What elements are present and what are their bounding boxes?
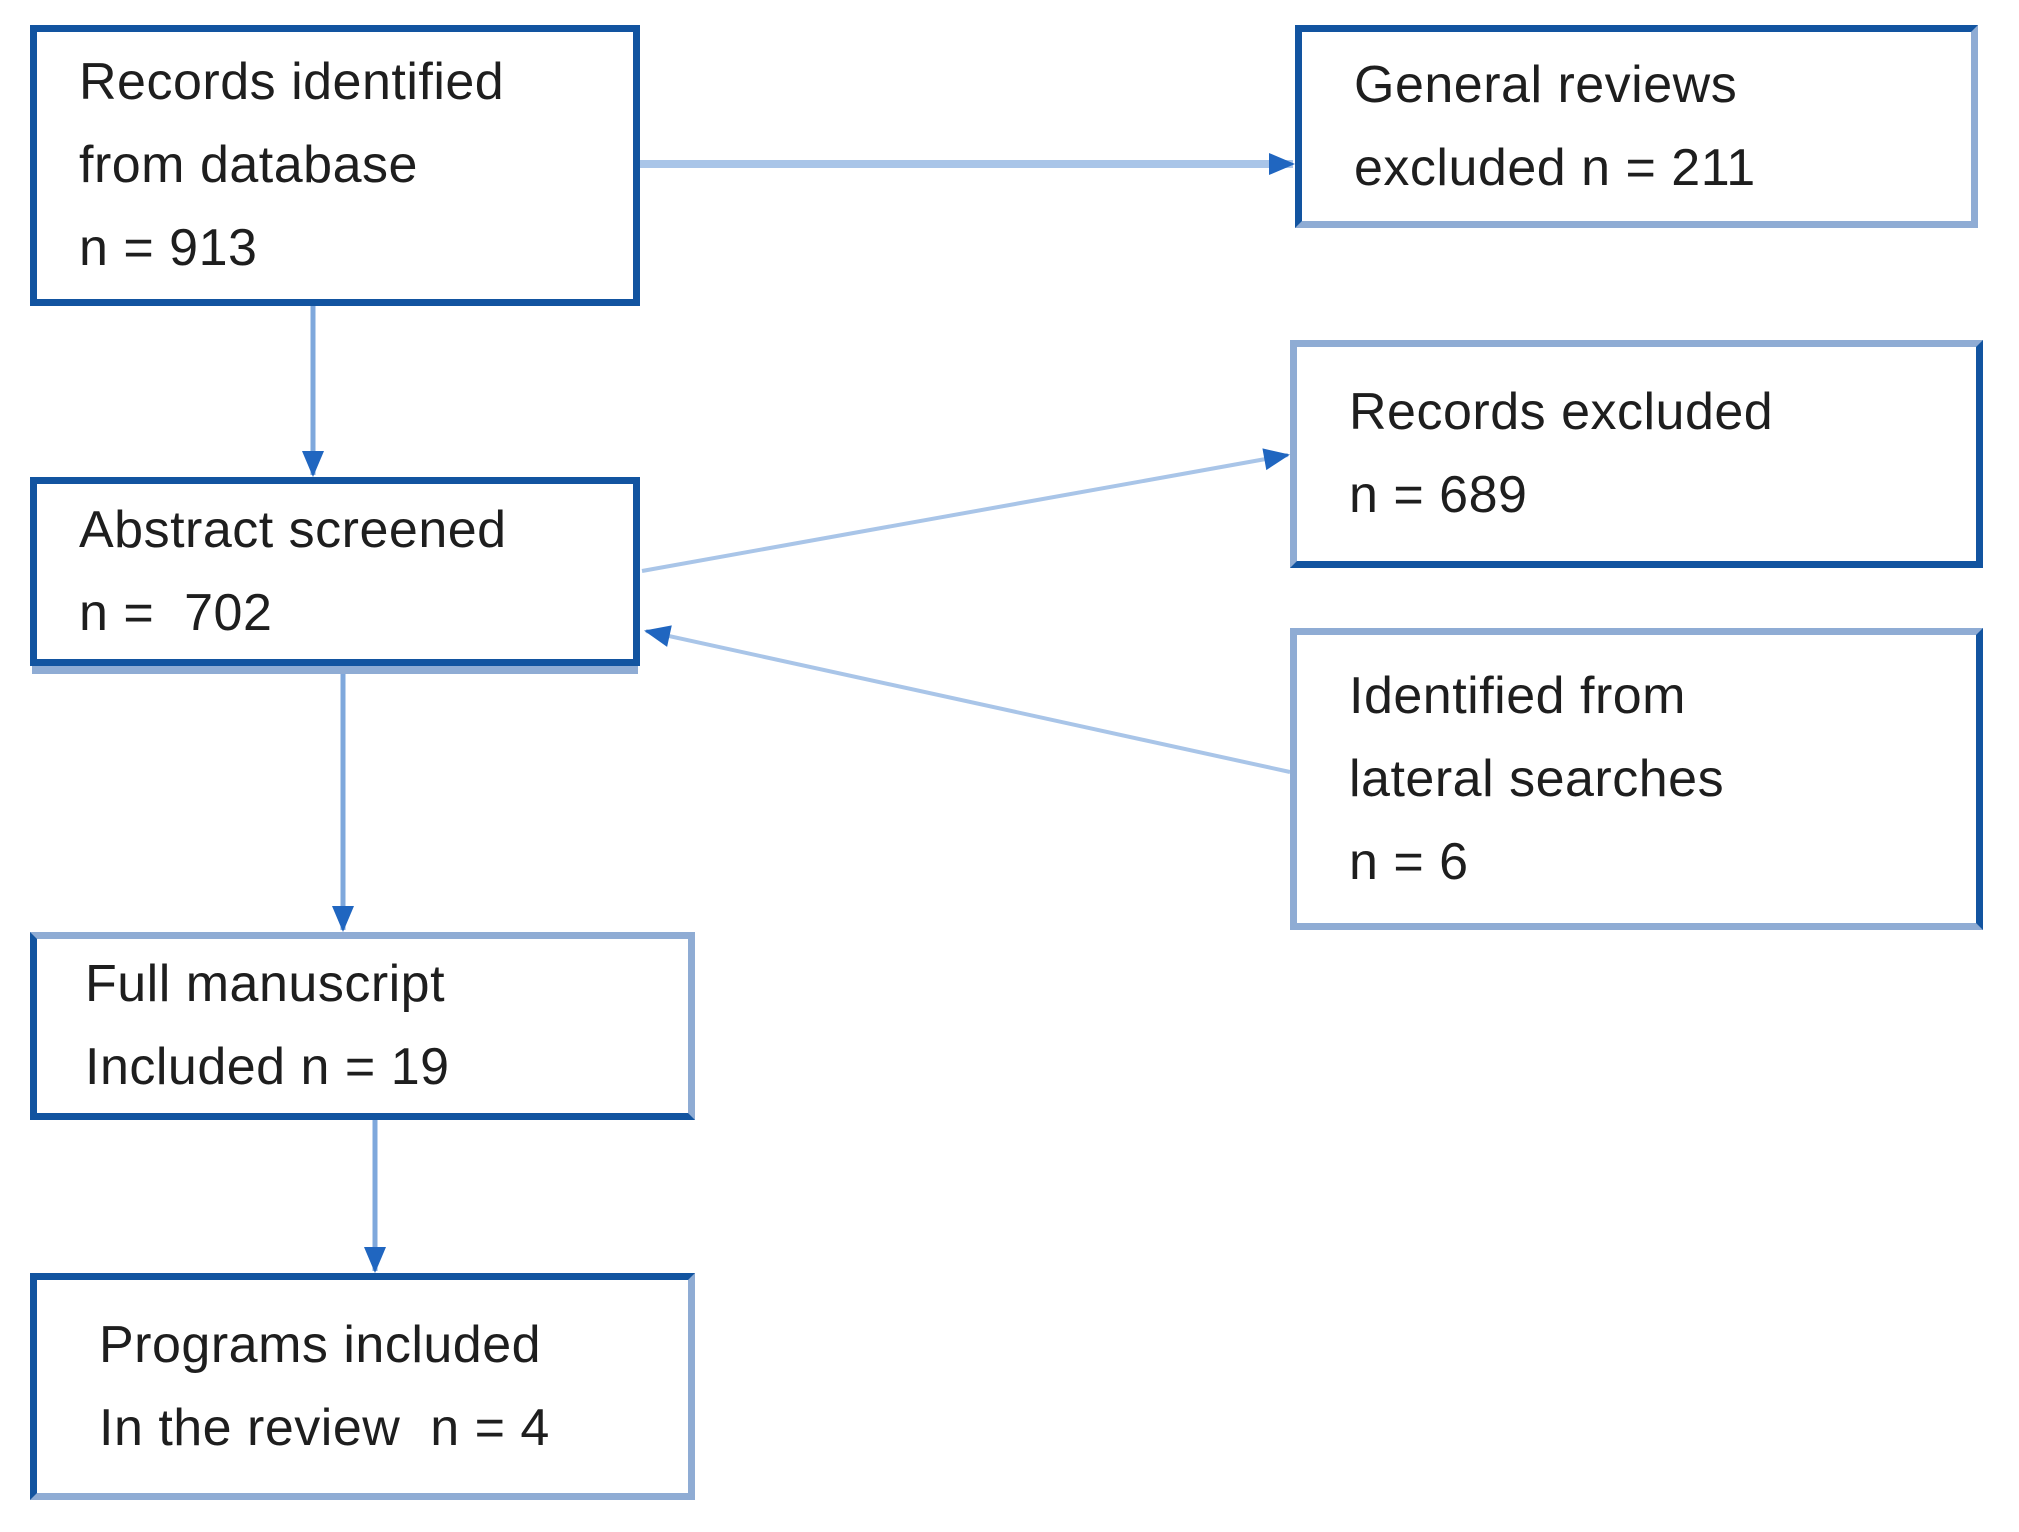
box-abstract-screened: Abstract screened n = 702	[30, 477, 640, 666]
box-records-identified-line2: from database	[79, 136, 418, 194]
box-abstract-screened-count: n = 702	[79, 583, 273, 642]
box-general-reviews-excluded: General reviews excluded n = 211	[1295, 25, 1978, 228]
box-records-identified-count: n = 913	[79, 219, 258, 277]
box-programs-included-count: In the review n = 4	[99, 1398, 550, 1457]
box-records-excluded: Records excluded n = 689	[1290, 340, 1983, 568]
box-lateral-searches: Identified from lateral searches n = 6	[1290, 628, 1983, 930]
box-records-excluded-count: n = 689	[1349, 466, 1528, 524]
box-lateral-searches-line2: lateral searches	[1349, 749, 1725, 808]
box-lateral-searches-count: n = 6	[1349, 832, 1469, 891]
box-abstract-screened-line1: Abstract screened	[79, 500, 507, 559]
box-full-manuscript-line1: Full manuscript	[85, 955, 446, 1013]
box-records-excluded-line1: Records excluded	[1349, 383, 1774, 441]
box-general-reviews-line1: General reviews	[1354, 55, 1738, 114]
box-records-identified-line1: Records identified	[79, 53, 505, 111]
arrow-abstract-to-records-excluded	[641, 448, 1290, 573]
arrow-lateral-to-abstract-screened	[644, 625, 1291, 774]
box-full-manuscript: Full manuscript Included n = 19	[30, 932, 695, 1120]
box-programs-included: Programs included In the review n = 4	[30, 1273, 695, 1500]
box-lateral-searches-line1: Identified from	[1349, 666, 1686, 725]
box-programs-included-line1: Programs included	[99, 1315, 542, 1374]
box-general-reviews-count: excluded n = 211	[1354, 138, 1756, 197]
box-full-manuscript-count: Included n = 19	[85, 1038, 450, 1096]
box-records-identified: Records identified from database n = 913	[30, 25, 640, 306]
